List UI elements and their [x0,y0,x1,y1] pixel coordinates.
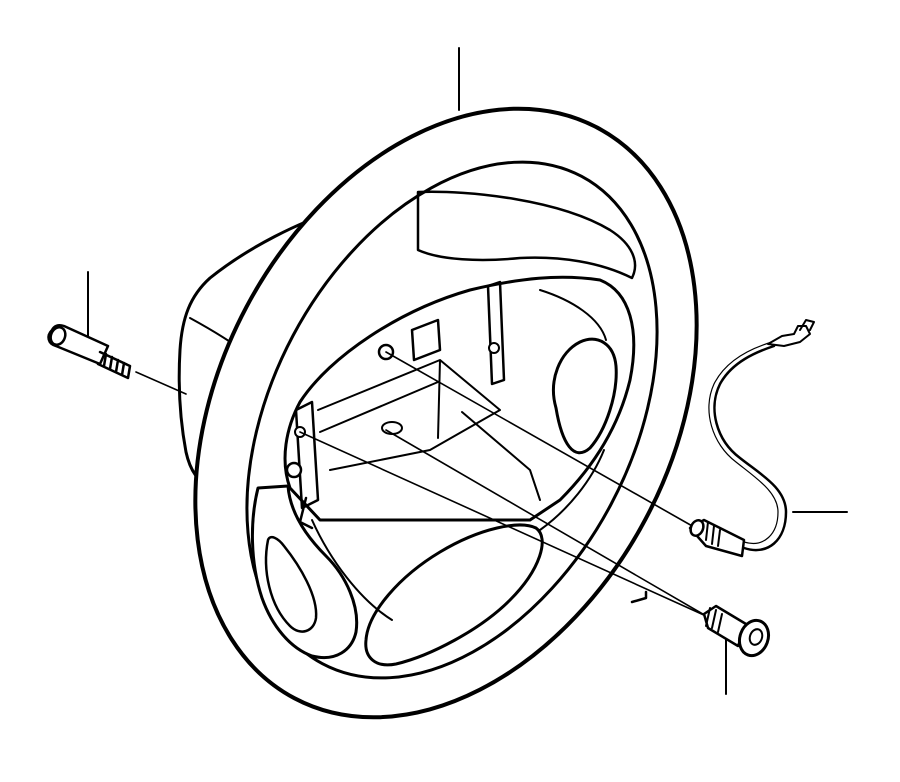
spoke-trim [311,289,607,621]
axis-screw-upper [299,431,707,617]
mount-hole-left-lower [285,461,303,479]
cable-wire [713,344,788,552]
spoke-lower-opening [364,523,544,667]
assembly-axes [135,351,721,625]
axis-pin [135,371,187,395]
hub-plate [317,359,541,501]
screw-head [737,618,771,658]
cable-connector-tip [767,325,811,347]
cable-wire-inner [708,341,779,544]
screw-thread [705,607,723,633]
pin-cap [49,326,67,346]
screw-head-socket [748,628,764,646]
pin-thread [96,350,132,380]
hub-cavity [283,275,636,522]
cable-connector-pin [799,319,815,331]
spoke-left-hole [264,535,318,633]
callout-leaders [87,47,848,695]
rim-upper-pad [416,190,637,280]
spoke-left [250,484,359,659]
mount-hole-right [488,342,500,354]
connector-cap [689,519,705,537]
horn-cable [708,319,815,552]
guide-pin [47,323,132,380]
flange-screw [702,604,771,658]
spoke-right-opening [552,337,618,455]
axis-screw-lower [385,429,721,625]
connector-thread [705,521,721,547]
connector-screw [688,518,746,558]
steering-wheel [177,106,699,720]
axis-marker [630,590,648,604]
axis-connector [385,351,695,528]
